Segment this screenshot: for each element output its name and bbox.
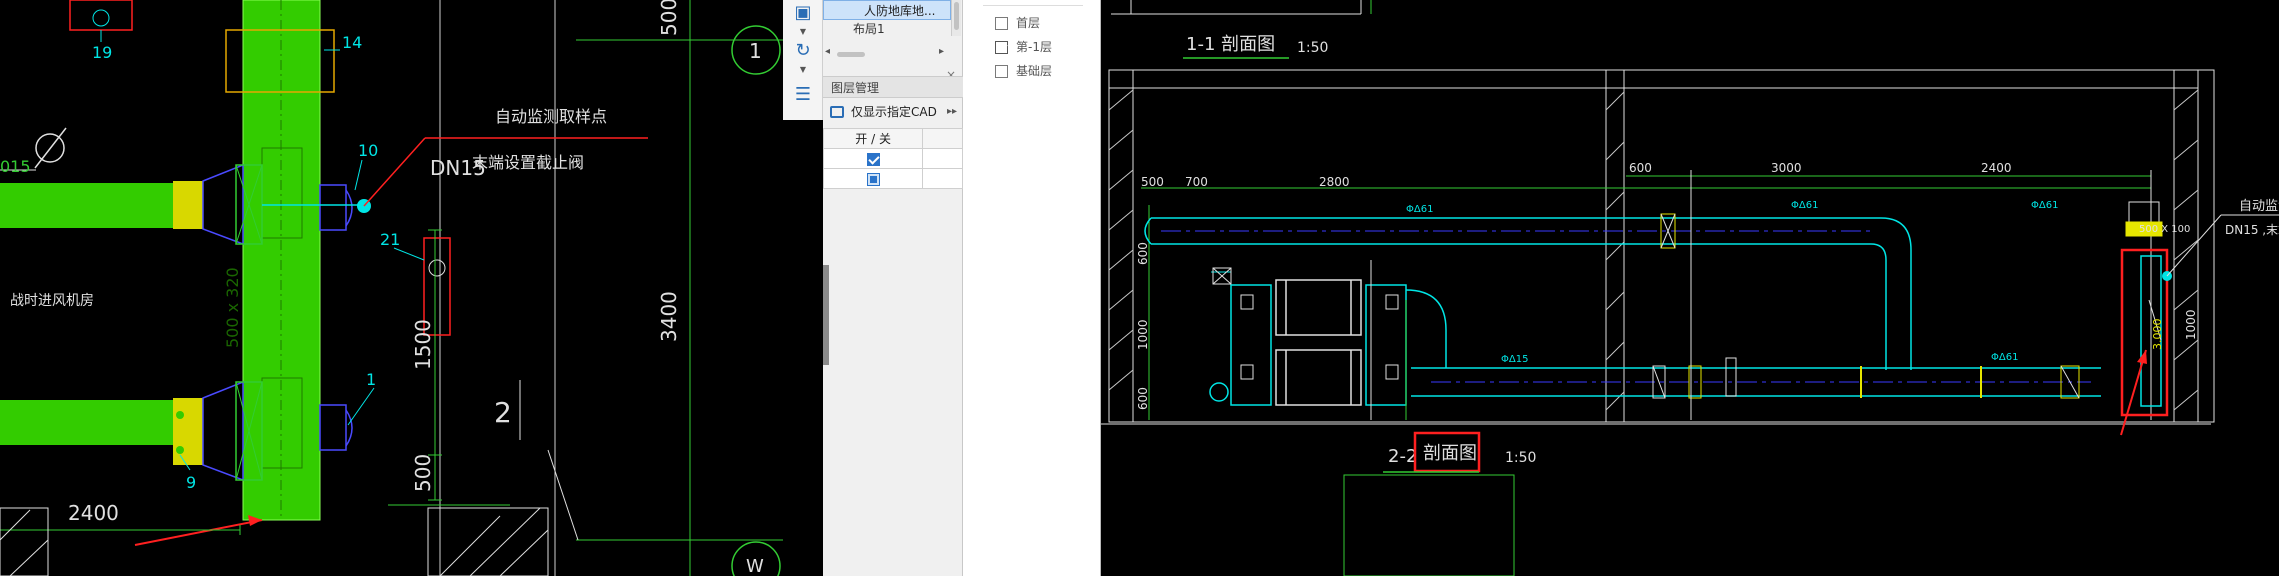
only-show-cad-button[interactable]: 仅显示指定CAD ▸▸ (823, 100, 963, 124)
cad-view-left[interactable]: 19 14 10 21 1 9 2 DN15 自动监测取样点 末端设置截止阀 0… (0, 0, 783, 576)
floor-checkbox[interactable] (995, 41, 1008, 54)
layer-side-panel: 人防地库地... 布局1 ◂ ▸ × 图层管理 仅显示指定CAD ▸▸ 开 / … (822, 0, 963, 576)
right-note-auto-sampling: 自动监测取 (2239, 199, 2279, 214)
list-icon[interactable]: ☰ (794, 84, 812, 105)
panel-splitter[interactable] (823, 265, 829, 365)
dn15-label: DN15 (430, 156, 486, 180)
section-2-title[interactable]: 剖面图 (1423, 443, 1477, 464)
dim-side-600: 600 (1136, 242, 1150, 265)
section-1-scale: 1:50 (1297, 40, 1328, 56)
floor-item[interactable]: 第-1层 (995, 36, 1052, 58)
refresh-icon[interactable]: ↻ (795, 40, 811, 61)
layer-onoff-header: 开 / 关 (822, 128, 924, 149)
cube-icon[interactable]: ▣ (794, 2, 812, 23)
close-icon[interactable]: × (945, 68, 956, 82)
pipe-label: ΦΔ15 (1501, 354, 1528, 365)
dim-top-3000: 3000 (1771, 161, 1802, 175)
tree-hscrollbar[interactable]: ◂ ▸ (823, 46, 951, 60)
right-note-end-valve: DN15 ,末端设置截止 (2225, 223, 2279, 237)
dim-top-2800: 2800 (1319, 175, 1350, 189)
dim-side-1000: 1000 (1136, 319, 1150, 350)
only-show-cad-label: 仅显示指定CAD (851, 105, 937, 119)
layer-table: 开 / 关 (822, 128, 963, 189)
note-auto-sampling: 自动监测取样点 (495, 107, 607, 126)
pipe-label: ΦΔ61 (1991, 352, 2018, 363)
pipe-label: ΦΔ61 (1406, 204, 1433, 215)
dim-500-bottom: 500 (411, 454, 435, 492)
floor-checkbox[interactable] (995, 17, 1008, 30)
chevron-left-icon[interactable]: ◂ (825, 46, 831, 57)
layer-manager-title: 图层管理 (823, 76, 963, 98)
dim-top-500: 500 (1141, 175, 1164, 189)
note-end-valve: 末端设置截止阀 (472, 153, 584, 172)
layer-toggle-checkbox[interactable] (866, 152, 880, 166)
floor-item[interactable]: 基础层 (995, 60, 1052, 82)
label-14: 14 (342, 33, 362, 52)
floor-list-panel: 首层 第-1层 基础层 (963, 0, 1101, 576)
room-label: 战时进风机房 (10, 293, 94, 309)
chevron-down-icon[interactable]: ▼ (799, 65, 807, 74)
label-19: 19 (92, 43, 112, 62)
view-toolbar: ▣ ▼ ↻ ▼ ☰ (783, 0, 823, 120)
pipe-015-label: 015 (0, 157, 31, 176)
tree-item-layout-1[interactable]: 布局1 (853, 22, 885, 36)
label-9: 9 (186, 473, 196, 492)
section-2-scale: 1:50 (1505, 450, 1536, 466)
elev-label: 3.000 (2151, 319, 2164, 351)
floor-list-header (983, 0, 1083, 6)
label-21: 21 (380, 230, 400, 249)
dim-500-top: 500 (657, 0, 681, 36)
axis-bubble-w: W (746, 556, 764, 576)
cad-view-right[interactable]: 1-1 剖面图 1:50 500 700 2800 600 (1101, 0, 2279, 576)
layers-icon (830, 106, 844, 118)
floor-label: 首层 (1016, 16, 1041, 30)
chevron-down-icon[interactable]: ▼ (799, 27, 807, 36)
expand-icon[interactable]: ▸▸ (946, 106, 957, 117)
floor-checkbox[interactable] (995, 65, 1008, 78)
section-2-prefix: 2-2 (1388, 446, 1417, 467)
label-1: 1 (366, 370, 376, 389)
box-size-label: 500 X 100 (2139, 224, 2190, 235)
dim-1500: 1500 (411, 319, 435, 370)
duct-size-label: 500 x 320 (223, 267, 242, 348)
tree-item-civil-defense[interactable]: 人防地库地... (823, 0, 951, 20)
tree-scrollbar[interactable] (951, 0, 961, 36)
dim-top-2400: 2400 (1981, 161, 2012, 175)
dim-top-600: 600 (1629, 161, 1652, 175)
section-1-title: 1-1 剖面图 (1186, 34, 1275, 55)
floor-item[interactable]: 首层 (995, 12, 1040, 34)
dim-top-700: 700 (1185, 175, 1208, 189)
axis-bubble-1: 1 (749, 39, 762, 63)
chevron-right-icon[interactable]: ▸ (939, 46, 945, 57)
dim-2400: 2400 (68, 501, 119, 525)
pipe-label: ΦΔ61 (1791, 200, 1818, 211)
height-label: 1000 (2184, 309, 2198, 340)
layer-toggle-checkbox[interactable] (866, 172, 880, 186)
label-10: 10 (358, 141, 378, 160)
floor-label: 基础层 (1016, 64, 1053, 78)
axis-label-2: 2 (494, 396, 512, 429)
pipe-label: ΦΔ61 (2031, 200, 2058, 211)
dim-3400: 3400 (657, 291, 681, 342)
floor-label: 第-1层 (1016, 40, 1052, 54)
dim-side-600-b: 600 (1136, 387, 1150, 410)
